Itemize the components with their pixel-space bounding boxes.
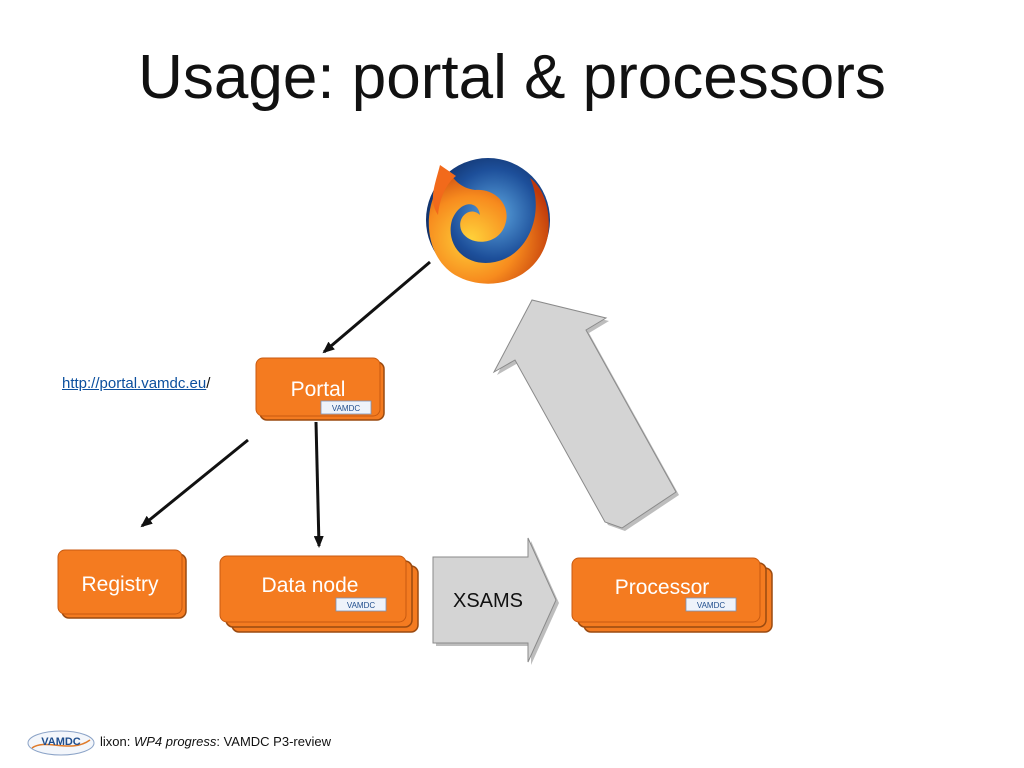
processor-node: Processor VAMDC (571, 557, 773, 633)
footer-logo-text: VAMDC (41, 736, 81, 748)
processor-label: Processor (615, 576, 710, 599)
registry-label: Registry (81, 573, 159, 596)
portal-url-suffix: / (206, 375, 211, 392)
browser-to-portal-arrow (322, 260, 431, 354)
vamdc-logo-text: VAMDC (697, 601, 726, 610)
page-title: Usage: portal & processors (138, 43, 886, 112)
vamdc-footer-logo: VAMDC (27, 730, 95, 756)
processor-to-browser-arrow (492, 299, 679, 531)
xsams-label: XSAMS (453, 590, 523, 612)
portal-url-link[interactable]: http://portal.vamdc.eu (62, 375, 207, 392)
xsams-arrow: XSAMS (432, 537, 559, 665)
vamdc-logo-badge (320, 400, 372, 415)
portal-to-datanode-arrow (313, 421, 324, 548)
registry-node: Registry (57, 549, 187, 619)
portal-url: http://portal.vamdc.eu/ (62, 375, 210, 392)
footer-italic: WP4 progress (133, 734, 217, 749)
firefox-icon (426, 158, 550, 284)
footer-rest: : VAMDC P3-review (216, 734, 331, 749)
data-node-label: Data node (262, 574, 359, 597)
data-node: Data node VAMDC (219, 555, 419, 633)
footer-author: lixon: (100, 734, 131, 749)
portal-to-registry-arrow (140, 438, 249, 528)
vamdc-logo-text: VAMDC (347, 601, 376, 610)
footer: lixon: WP4 progress: VAMDC P3-review (100, 734, 331, 749)
vamdc-logo-text: VAMDC (332, 404, 361, 413)
portal-node: Portal VAMDC (255, 357, 385, 421)
portal-label: Portal (291, 378, 346, 401)
